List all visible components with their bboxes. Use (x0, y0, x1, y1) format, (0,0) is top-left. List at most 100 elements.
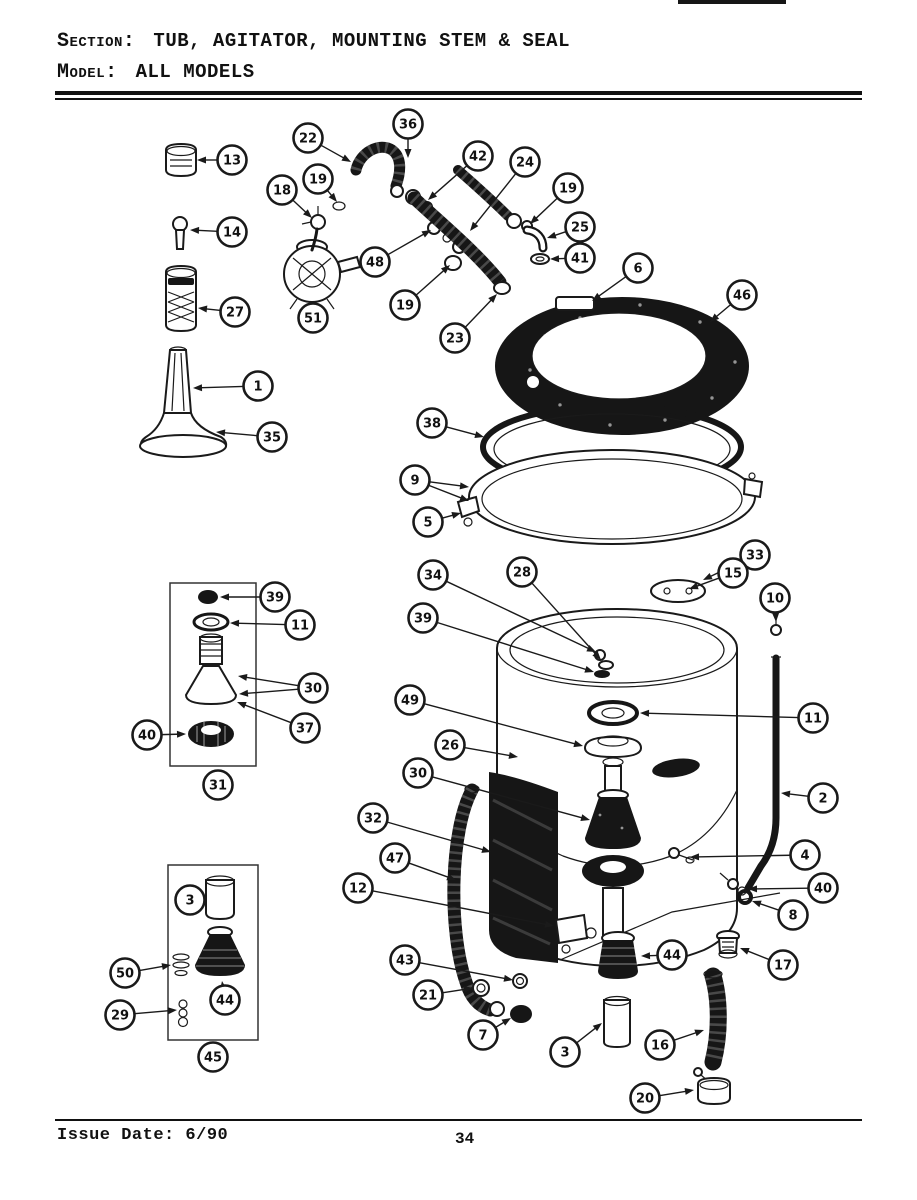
part-40-clip (719, 872, 747, 896)
callout-19: 19 (389, 265, 450, 321)
svg-text:40: 40 (814, 882, 832, 897)
svg-text:21: 21 (419, 989, 437, 1004)
section-value: TUB, AGITATOR, MOUNTING STEM & SEAL (153, 30, 570, 52)
model-line: Model:ALL MODELS (57, 57, 570, 88)
callout-5: 5 (412, 506, 461, 538)
callout-30: 30 (402, 757, 590, 822)
part-51-pump (283, 239, 362, 310)
callout-51: 51 (297, 302, 329, 334)
header-rule (55, 91, 862, 100)
svg-text:8: 8 (788, 909, 797, 924)
callout-22: 22 (292, 122, 351, 162)
part-1-agitator (139, 346, 228, 458)
svg-text:11: 11 (804, 712, 822, 727)
callout-17: 17 (740, 948, 799, 981)
callout-38: 38 (416, 407, 484, 439)
callout-16: 16 (644, 1029, 704, 1061)
svg-text:13: 13 (223, 154, 241, 169)
callout-44: 44 (209, 981, 241, 1016)
callout-27: 27 (198, 296, 251, 328)
svg-text:31: 31 (209, 779, 227, 794)
part-32-liner (489, 772, 558, 963)
svg-text:3: 3 (560, 1046, 569, 1061)
callout-43: 43 (389, 944, 513, 982)
footer-rule (55, 1119, 862, 1121)
page-number: 34 (455, 1130, 475, 1148)
svg-text:14: 14 (223, 226, 241, 241)
part-41-nut (530, 253, 550, 265)
callout-40: 40 (748, 872, 839, 904)
svg-text:19: 19 (309, 173, 327, 188)
callout-19: 19 (302, 163, 337, 202)
svg-text:42: 42 (469, 150, 487, 165)
callout-12: 12 (342, 872, 554, 928)
svg-text:27: 27 (226, 306, 244, 321)
top-corner-mark (678, 0, 786, 4)
svg-text:39: 39 (414, 612, 432, 627)
svg-text:30: 30 (304, 682, 322, 697)
svg-text:48: 48 (366, 256, 384, 271)
svg-text:9: 9 (410, 474, 419, 489)
svg-text:44: 44 (663, 949, 681, 964)
svg-text:40: 40 (138, 729, 156, 744)
part-9-tub-cover (456, 449, 764, 545)
callout-39: 39 (220, 581, 291, 613)
svg-text:33: 33 (746, 549, 764, 564)
part-47-hose (447, 783, 505, 1017)
page-header: Section: TUB, AGITATOR, MOUNTING STEM & S… (57, 26, 570, 88)
svg-text:26: 26 (441, 739, 459, 754)
part-25-elbow (522, 225, 548, 253)
model-value: ALL MODELS (135, 61, 255, 83)
issue-date: Issue Date: 6/90 (57, 1126, 229, 1145)
svg-text:19: 19 (396, 299, 414, 314)
callout-3: 3 (174, 884, 206, 916)
callout-11: 11 (640, 702, 829, 734)
callout-3: 3 (549, 1023, 602, 1068)
callout-7: 7 (467, 1018, 511, 1051)
svg-text:24: 24 (516, 156, 534, 171)
svg-text:19: 19 (559, 182, 577, 197)
svg-text:23: 23 (446, 332, 464, 347)
part-18-fitting (301, 201, 346, 252)
svg-text:43: 43 (396, 954, 414, 969)
mounting-stem-parts (554, 649, 644, 1049)
callout-1: 1 (193, 370, 274, 402)
svg-text:39: 39 (266, 591, 284, 606)
svg-text:6: 6 (633, 262, 642, 277)
callout-28: 28 (506, 556, 601, 660)
svg-text:7: 7 (478, 1029, 487, 1044)
svg-text:12: 12 (349, 882, 367, 897)
part-21-clamp (472, 979, 490, 997)
callout-14: 14 (190, 216, 248, 248)
callout-6: 6 (592, 252, 654, 301)
part-7-cap (510, 1005, 532, 1023)
svg-text:3: 3 (185, 894, 194, 909)
callout-8: 8 (752, 899, 809, 931)
part-20-fitting (693, 1067, 731, 1106)
callout-31: 31 (202, 769, 234, 801)
svg-text:4: 4 (800, 849, 809, 864)
kit-box-31 (169, 582, 257, 767)
callout-50: 50 (109, 957, 171, 989)
section-label: Section: (57, 30, 136, 53)
callout-26: 26 (434, 729, 518, 761)
svg-text:37: 37 (296, 722, 314, 737)
svg-text:49: 49 (401, 694, 419, 709)
callout-36: 36 (392, 108, 424, 158)
callout-47: 47 (379, 842, 456, 881)
callout-15: 15 (689, 557, 749, 590)
kit-box-45 (167, 864, 259, 1041)
callout-37: 37 (237, 701, 321, 744)
svg-text:38: 38 (423, 417, 441, 432)
callout-23: 23 (439, 294, 497, 354)
part-43-clamp (512, 973, 528, 989)
svg-text:34: 34 (424, 569, 442, 584)
svg-text:17: 17 (774, 959, 792, 974)
callout-18: 18 (266, 174, 312, 218)
hose-23 (407, 191, 511, 295)
svg-text:47: 47 (386, 852, 404, 867)
svg-text:36: 36 (399, 118, 417, 133)
svg-text:18: 18 (273, 184, 291, 199)
callout-13: 13 (197, 144, 248, 176)
